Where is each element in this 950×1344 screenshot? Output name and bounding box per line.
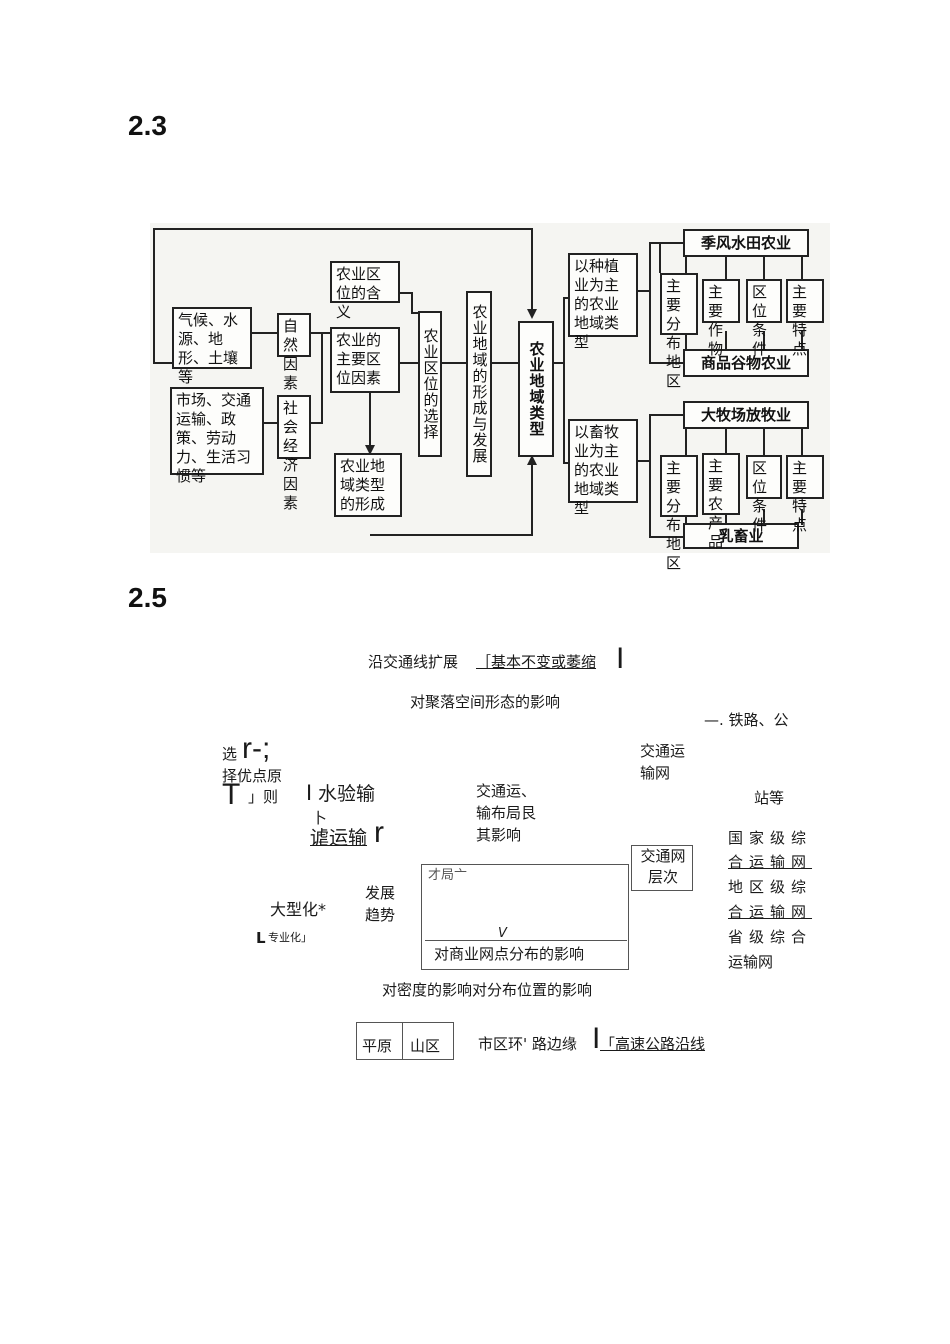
optimal-principle-label: 择优点原 [222, 767, 283, 785]
natural-factors-box: 自然因素 [277, 313, 311, 392]
location-meaning-box: 农业区位的含义 [330, 261, 400, 321]
rail-road-label: —. 铁路、公 [704, 711, 789, 729]
planting-condition-box: 区位条件 [746, 279, 782, 358]
commerce-distribution-impact: 对商业网点分布的影响 [434, 945, 585, 963]
national-level-label: 国家级综 [728, 829, 813, 847]
settlement-form-impact: 对聚落空间形态的影响 [410, 693, 561, 711]
small-mark: 卜 [312, 809, 328, 827]
regional-level-label: 地区级综 [728, 878, 813, 896]
glyph-r: r [374, 816, 384, 849]
specialization-label: 专业化」 [268, 931, 312, 944]
ring-road-label: 市区环' 路边缘 [478, 1035, 577, 1053]
commercial-grain-box: 商品谷物农业 [683, 349, 809, 377]
provincial-network-label: 运输网 [728, 953, 774, 971]
planting-crop-box: 主要作物 [702, 279, 740, 358]
livestock-type-box: 以畜牧业为主的农业地域类型 [568, 419, 638, 517]
trend-label: 发展趋势 [365, 884, 396, 924]
glyph-r-dash: r-; [242, 732, 271, 765]
network-level-box [631, 845, 693, 891]
planting-type-box: 以种植业为主的农业地域类型 [568, 253, 638, 351]
commerce-box-outer [421, 864, 629, 970]
type-formation-box: 农业地域类型的形成 [334, 453, 402, 517]
section-heading-2-3: 2.3 [128, 110, 167, 141]
region-development-box: 农业地域的形成与发展 [466, 291, 492, 477]
planting-feature-box: 主要特点 [786, 279, 824, 358]
agriculture-concept-map: 气候、水源、地形、土壤等 市场、交通运输、政策、劳动力、生活习惯等 自然因素 社… [150, 223, 830, 572]
agri-types-box: 农业地域类型 [518, 321, 554, 457]
social-factors-box: 社会经济因素 [277, 395, 311, 512]
highway-label: 「高速公路沿线 [600, 1035, 706, 1053]
l-glyph: L [256, 929, 266, 947]
box-top-mark: 才局亠 [428, 868, 468, 883]
plain-label: 平原 [362, 1037, 393, 1055]
unchanged-or-shrink: ［基本不变或萎缩 [476, 653, 597, 671]
livestock-feature-box: 主要特点 [786, 455, 824, 534]
box-v-mark: V [498, 926, 507, 941]
regional-network-label: 合运输网 [728, 903, 813, 921]
national-network-label: 合运输网 [728, 853, 813, 871]
commerce-box-divider [425, 940, 627, 967]
market-factors-box: 市场、交通运输、政策、劳动力、生活习惯等 [170, 387, 264, 485]
bar-glyph: I [616, 642, 625, 675]
livestock-product-box: 主要农产品 [702, 453, 740, 551]
monsoon-paddy-box: 季风水田农业 [683, 229, 809, 257]
main-factors-box: 农业的主要区位因素 [330, 327, 400, 393]
glyph-t: T [222, 778, 241, 811]
bar-glyph-2: I [306, 780, 313, 805]
ranching-box: 大牧场放牧业 [683, 401, 809, 429]
transport-label: 谑运输 [310, 827, 368, 849]
planting-area-box: 主要分布地区 [660, 273, 698, 390]
transport-layout-label: 交通运、输布局艮其影响 [476, 782, 537, 844]
network-level-label: 交通网层次 [640, 847, 686, 886]
section-heading-2-5: 2.5 [128, 582, 167, 613]
livestock-condition-box: 区位条件 [746, 455, 782, 534]
large-scale-label: 大型化* [270, 900, 327, 919]
terrain-divider [402, 1022, 403, 1060]
provincial-level-label: 省级综合 [728, 928, 813, 946]
bar-glyph-3: I [592, 1022, 601, 1055]
connector-lines [153, 228, 803, 538]
mountain-label: 山区 [410, 1037, 441, 1055]
expand-along-traffic: 沿交通线扩展 [368, 653, 459, 671]
water-transport-label: 水验输 [318, 783, 376, 805]
livestock-area-box: 主要分布地区 [660, 455, 698, 572]
terrain-box [356, 1022, 454, 1060]
location-choice-box: 农业区位的选择 [418, 311, 442, 457]
density-location-impact: 对密度的影响对分布位置的影响 [382, 981, 593, 999]
rule-label: 」则 [248, 788, 279, 806]
select-label: 选 [222, 745, 238, 763]
climate-factors-box: 气候、水源、地形、土壤等 [172, 307, 252, 386]
transport-network-label: 交通运输网 [640, 742, 686, 782]
dairy-box: 乳畜业 [683, 523, 799, 549]
station-label: 站等 [754, 789, 785, 807]
